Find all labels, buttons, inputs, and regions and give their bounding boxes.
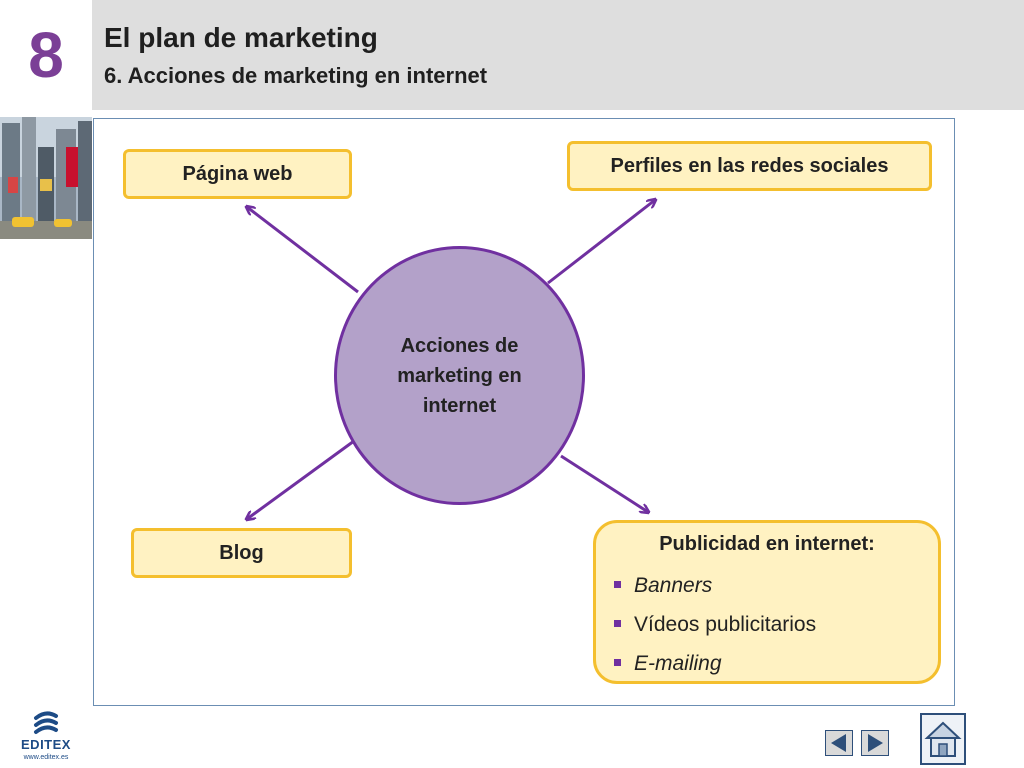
node-pagina-web: Página web [123, 149, 352, 199]
publicidad-title: Publicidad en internet: [659, 533, 875, 555]
editex-logo-icon [34, 711, 58, 734]
hub-label: Acciones de marketing en internet [397, 334, 522, 417]
list-item-label: Vídeos publicitarios [634, 613, 817, 636]
hub-circle: Acciones de marketing en internet [334, 246, 585, 505]
node-blog: Blog [131, 528, 352, 578]
logo-url: www.editex.es [23, 754, 69, 761]
home-icon [924, 721, 962, 757]
node-publicidad-internet: Publicidad en internet: Banners Vídeos p… [593, 520, 941, 684]
previous-icon [831, 734, 846, 752]
list-item: Banners [614, 566, 938, 605]
list-item-label: E-mailing [634, 652, 722, 675]
next-button[interactable] [861, 730, 889, 756]
header-band: El plan de marketing 6. Acciones de mark… [92, 0, 1024, 110]
next-icon [868, 734, 883, 752]
list-item: E-mailing [614, 644, 938, 683]
logo-name: EDITEX [21, 737, 71, 752]
list-item: Vídeos publicitarios [614, 605, 938, 644]
node-perfiles-redes-sociales: Perfiles en las redes sociales [567, 141, 932, 191]
home-button[interactable] [920, 713, 966, 765]
city-photo [0, 117, 92, 239]
chapter-number: 8 [28, 19, 64, 91]
bullet-icon [614, 581, 621, 588]
page-subtitle: 6. Acciones de marketing en internet [104, 63, 488, 88]
publicidad-list: Banners Vídeos publicitarios E-mailing [596, 566, 938, 683]
previous-button[interactable] [825, 730, 853, 756]
editex-logo: EDITEX www.editex.es [18, 708, 74, 764]
bullet-icon [614, 659, 621, 666]
list-item-label: Banners [634, 574, 713, 597]
page-title: El plan de marketing [104, 22, 378, 53]
bullet-icon [614, 620, 621, 627]
